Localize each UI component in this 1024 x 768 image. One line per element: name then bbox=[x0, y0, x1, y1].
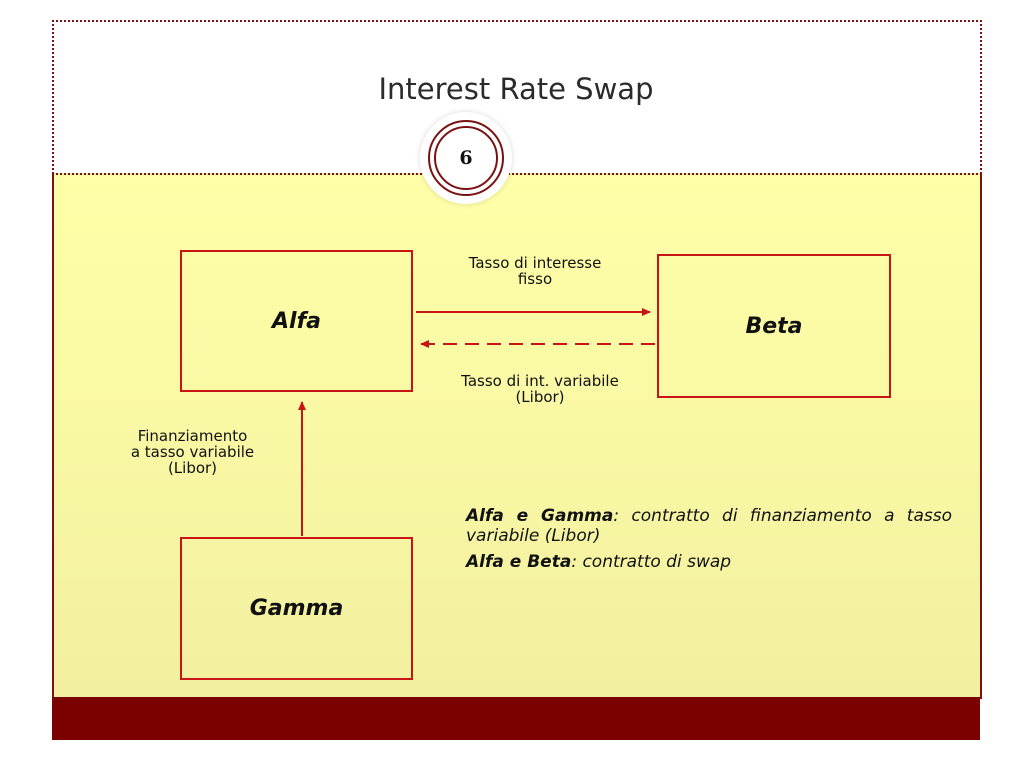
note-item-2: Alfa e Beta: contratto di swap bbox=[466, 552, 732, 572]
footer-bar bbox=[52, 697, 980, 740]
slide-title: Interest Rate Swap bbox=[378, 72, 654, 106]
slide-content bbox=[52, 173, 982, 699]
notes-block: Alfa e Gamma: contratto di finanziamento… bbox=[466, 506, 952, 578]
page-badge: 6 bbox=[428, 120, 504, 196]
node-alfa: Alfa bbox=[180, 250, 413, 392]
label-variable-rate: Tasso di int. variabile (Libor) bbox=[461, 372, 619, 406]
note-item-1: Alfa e Gamma: contratto di finanziamento… bbox=[466, 506, 953, 546]
slide-header bbox=[52, 20, 982, 174]
slide-frame: Interest Rate Swap bbox=[52, 20, 982, 740]
label-fixed-rate: Tasso di interesse fisso bbox=[468, 254, 602, 288]
node-gamma: Gamma bbox=[180, 537, 413, 680]
label-financing: Finanziamento a tasso variabile (Libor) bbox=[130, 427, 255, 477]
page-number: 6 bbox=[434, 126, 498, 190]
node-beta: Beta bbox=[657, 254, 891, 398]
